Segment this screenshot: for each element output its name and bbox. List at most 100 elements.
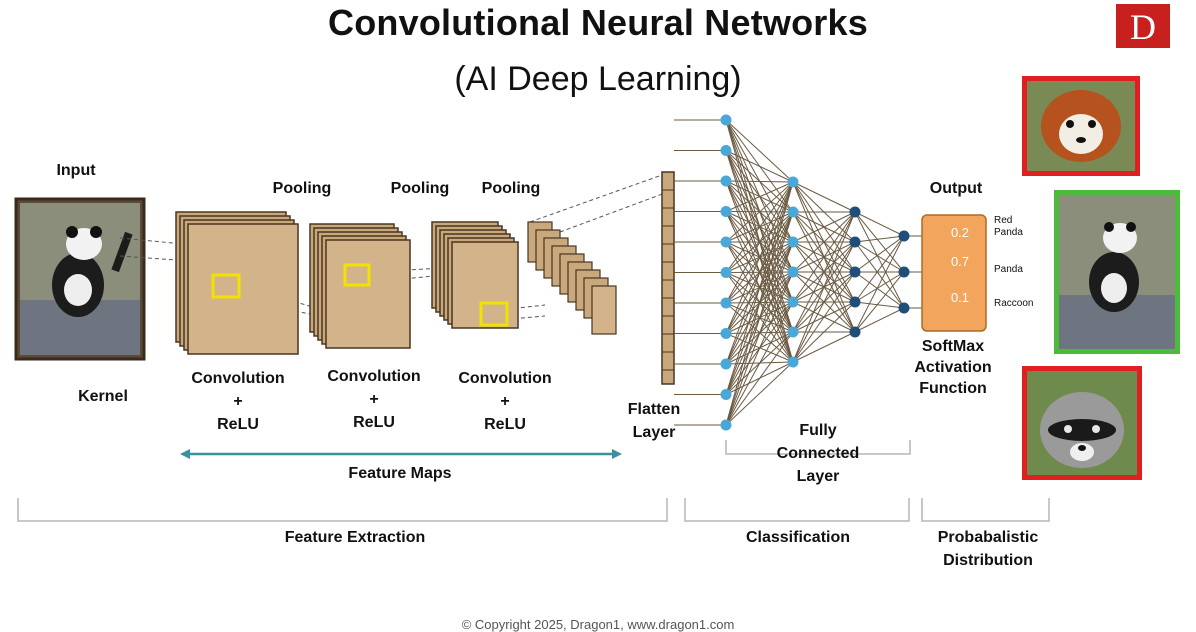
network-neurons xyxy=(720,114,910,431)
class-red-panda-line-1: Red xyxy=(994,215,1013,226)
neuron-connection xyxy=(792,241,856,363)
conv-relu-1-line-2: + xyxy=(233,393,243,410)
neuron-layer-3 xyxy=(849,206,861,218)
network-connections xyxy=(674,119,922,426)
feature-map-stack-1 xyxy=(175,211,299,355)
softmax-line-2: Activation xyxy=(914,359,992,376)
pooling-label-1: Pooling xyxy=(272,180,332,197)
neuron-layer-2 xyxy=(787,356,799,368)
conv-relu-label-1: Convolution + ReLU xyxy=(176,367,300,436)
probabilistic-line-2: Distribution xyxy=(943,552,1033,569)
conv-relu-1-line-3: ReLU xyxy=(217,416,259,433)
neuron-connection xyxy=(854,211,905,237)
feature-extraction-label: Feature Extraction xyxy=(284,529,426,546)
neuron-connection xyxy=(792,271,856,363)
pooling-label-2: Pooling xyxy=(390,180,450,197)
neuron-layer-3 xyxy=(849,296,861,308)
neuron-layer-2 xyxy=(787,236,799,248)
raccoon-image xyxy=(1022,366,1142,480)
neuron-connection xyxy=(792,211,856,303)
neuron-connection xyxy=(854,235,905,333)
softmax-line-1: SoftMax xyxy=(921,338,985,355)
copyright-text: © Copyright 2025, Dragon1, www.dragon1.c… xyxy=(461,617,735,632)
neuron-layer-1 xyxy=(720,297,732,309)
fc-line-3: Layer xyxy=(796,468,840,485)
neuron-connection xyxy=(854,271,905,309)
neuron-layer-1 xyxy=(720,267,732,278)
neuron-layer-2 xyxy=(787,326,799,338)
neuron-connection xyxy=(725,180,794,183)
softmax-line-3: Function xyxy=(919,380,987,397)
fully-connected-label: Fully Connected Layer xyxy=(752,419,884,488)
conv-relu-2-line-1: Convolution xyxy=(327,368,421,385)
neuron-layer-2 xyxy=(787,206,799,218)
neuron-connection xyxy=(854,271,905,303)
neuron-connection xyxy=(854,211,905,273)
fc-line-2: Connected xyxy=(776,445,860,462)
class-red-panda-line-2: Panda xyxy=(994,227,1023,238)
neuron-connection xyxy=(725,181,794,212)
neuron-connection xyxy=(792,211,856,363)
pooling-label-3: Pooling xyxy=(481,180,541,197)
conv-relu-3-line-1: Convolution xyxy=(458,370,552,387)
neuron-connection xyxy=(854,241,905,309)
neuron-connection xyxy=(854,241,905,273)
neuron-connection xyxy=(725,181,794,334)
kernel-label: Kernel xyxy=(78,388,128,405)
bracket-fully-connected xyxy=(725,440,911,455)
flatten-layer-label: Flatten Layer xyxy=(614,398,694,444)
kernel-box-3 xyxy=(479,301,509,327)
neuron-connection xyxy=(792,181,856,213)
neuron-connection xyxy=(854,307,905,333)
class-raccoon: Raccoon xyxy=(994,298,1034,309)
neuron-layer-1 xyxy=(720,175,732,187)
softmax-box xyxy=(921,214,987,332)
neuron-layer-3 xyxy=(849,326,861,338)
probabilistic-distribution-label: Probabalistic Distribution xyxy=(918,526,1058,572)
neuron-connection xyxy=(792,211,856,243)
class-panda: Panda xyxy=(994,264,1023,275)
class-red-panda: Red Panda xyxy=(994,215,1023,239)
kernel-box-1 xyxy=(211,273,241,299)
conv-relu-2-line-2: + xyxy=(369,391,379,408)
diagram-subtitle: (AI Deep Learning) xyxy=(454,60,742,98)
neuron-connection xyxy=(725,181,794,365)
output-label: Output xyxy=(929,180,983,197)
neuron-connection xyxy=(725,331,794,426)
neuron-connection xyxy=(792,331,856,363)
neuron-layer-4 xyxy=(898,230,910,242)
neuron-connection xyxy=(854,235,905,273)
neuron-layer-1 xyxy=(720,328,732,339)
neuron-connection xyxy=(854,301,905,309)
classification-label: Classification xyxy=(745,529,851,546)
neuron-layer-3 xyxy=(849,266,861,278)
bracket-feature-extraction xyxy=(17,498,668,522)
neuron-connection xyxy=(725,361,794,426)
kernel-box-2 xyxy=(343,263,371,287)
dragon1-logo: D xyxy=(1116,4,1170,48)
conv-relu-label-3: Convolution + ReLU xyxy=(443,367,567,436)
prob-raccoon: 0.1 xyxy=(950,290,970,305)
bracket-classification xyxy=(684,498,910,522)
softmax-label: SoftMax Activation Function xyxy=(900,336,1006,399)
fc-line-1: Fully xyxy=(799,422,837,439)
bracket-probabilistic xyxy=(921,498,1050,522)
conv-relu-label-2: Convolution + ReLU xyxy=(312,365,436,434)
neuron-layer-4 xyxy=(898,266,910,278)
input-image xyxy=(14,197,146,361)
neuron-connection xyxy=(854,271,905,333)
neuron-layer-1 xyxy=(720,358,732,370)
feature-map-stack-3 xyxy=(431,221,519,329)
neuron-layer-1 xyxy=(720,389,732,400)
neuron-layer-3 xyxy=(849,236,861,248)
conv-relu-3-line-2: + xyxy=(500,393,510,410)
neuron-layer-1 xyxy=(720,114,732,126)
red-panda-image xyxy=(1022,76,1140,176)
neuron-connection xyxy=(792,301,856,363)
neuron-layer-1 xyxy=(720,419,732,431)
neuron-connection xyxy=(854,235,905,243)
input-label: Input xyxy=(56,162,96,179)
conv-relu-2-line-3: ReLU xyxy=(353,414,395,431)
neuron-connection xyxy=(792,211,856,273)
